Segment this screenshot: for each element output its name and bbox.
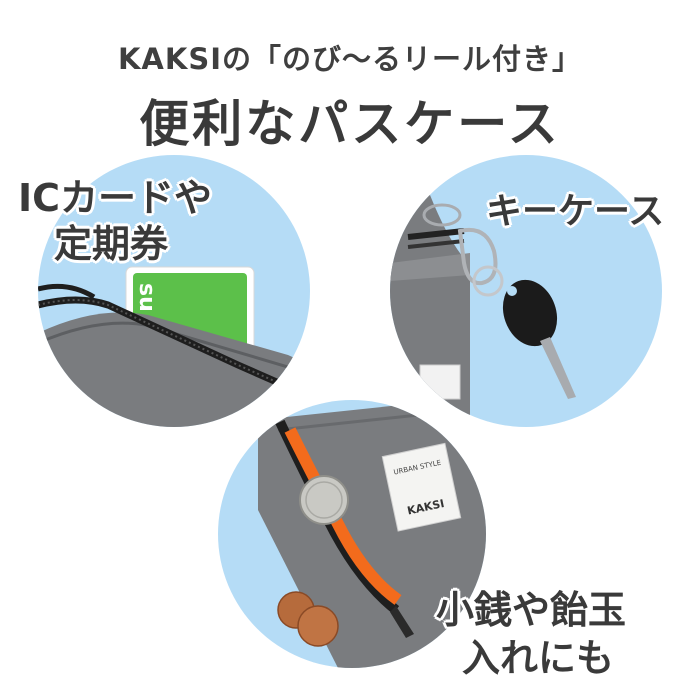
key-case-photo — [390, 155, 662, 427]
coins-label-line1: 小銭や飴玉 — [436, 588, 627, 632]
key-case-label: キーケース — [486, 191, 665, 232]
pennies-image — [277, 591, 339, 647]
brand-tag: URBAN STYLE KAKSI — [381, 442, 462, 532]
coin-image — [299, 475, 349, 525]
ic-card-label-line1: ICカードや — [18, 176, 213, 220]
card-text: su — [134, 283, 159, 312]
header-subtitle: KAKSIの「のび〜るリール付き」 — [117, 42, 583, 76]
coins-label-line2: 入れにも — [462, 636, 615, 680]
ic-card-photo: su — [38, 155, 310, 427]
header-title: 便利なパスケース — [139, 95, 561, 153]
coin-pouch-photo: URBAN STYLE KAKSI — [218, 400, 486, 668]
ic-card-label-line2: 定期券 — [54, 222, 169, 266]
